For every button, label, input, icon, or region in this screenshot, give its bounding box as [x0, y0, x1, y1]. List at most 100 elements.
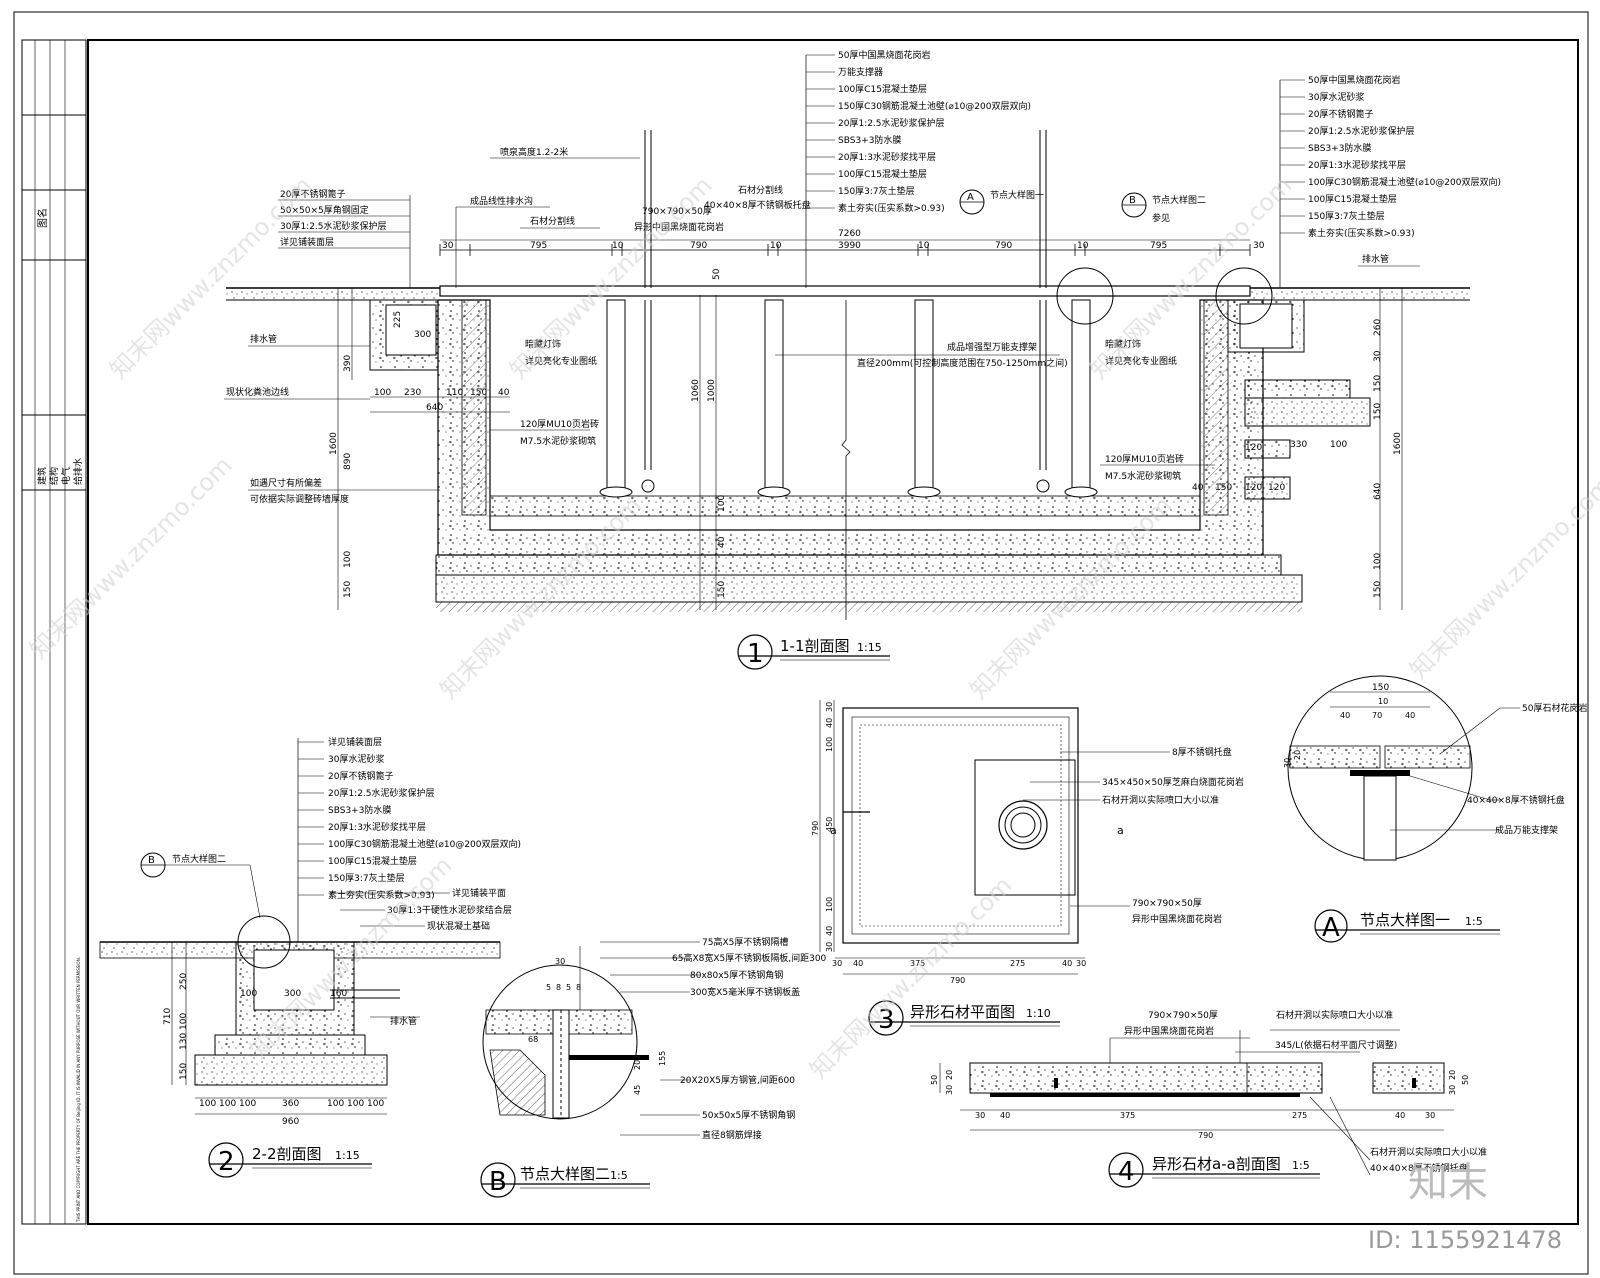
dim-right-30: 30 — [1373, 350, 1383, 362]
nodea-dim-70: 70 — [1372, 711, 1382, 720]
plan3-v-7: 30 — [825, 942, 834, 952]
copyright-note: THIS PRINT AND COPYRIGHT ARE THE PROPERT… — [76, 957, 81, 1223]
nodeb-dim-5a: 5 — [546, 983, 551, 992]
s22-layer-3: 20厚不锈钢篦子 — [328, 770, 393, 782]
nodeb-dim-30: 30 — [555, 957, 565, 966]
nodea-scale: 1:5 — [1465, 915, 1483, 928]
plan3-v-total: 790 — [811, 821, 820, 836]
left-note-4: 详见铺装面层 — [280, 236, 334, 248]
dim-right-1600: 1600 — [1393, 432, 1403, 455]
section11-title: 1-1剖面图 — [780, 637, 850, 655]
plan3-cut-right: a — [1117, 824, 1124, 837]
nodeb-num: B — [489, 1167, 507, 1197]
nodeb-note-4: 300宽X5毫米厚不锈钢板盖 — [690, 986, 800, 998]
dim-top-7: 10 — [918, 241, 930, 251]
s22-dim-150: 150 — [179, 1063, 189, 1080]
s22-marker-b: B — [148, 855, 155, 866]
light-right-1: 暗藏灯饰 — [1105, 338, 1141, 350]
nodeb-scale: 1:5 — [610, 1169, 628, 1182]
dim-right-150a: 150 — [1373, 375, 1383, 392]
nodea-dim-150: 150 — [1372, 683, 1389, 693]
layer-mid-7: 20厚1:3水泥砂浆找平层 — [838, 151, 936, 163]
s22-layer-7: 100厚C30钢筋混凝土池壁(⌀10@200双层双向) — [328, 838, 521, 850]
s22-dim-710: 710 — [163, 1008, 173, 1025]
s22-layer-8: 100厚C15混凝土垫层 — [328, 855, 417, 867]
layer-right-2: 30厚水泥砂浆 — [1308, 91, 1364, 103]
layer-right-3: 20厚不锈钢篦子 — [1308, 108, 1373, 120]
left-note-1: 20厚不锈钢篦子 — [280, 188, 345, 200]
nodeb-note-3: 80x80x5厚不锈钢角钢 — [690, 969, 783, 981]
nodea-dim-40b: 40 — [1405, 711, 1415, 720]
layer-mid-3: 100厚C15混凝土垫层 — [838, 83, 927, 95]
dim-lh-40: 40 — [498, 388, 510, 398]
watermark-1: 知末网www.znzmo.com — [104, 171, 317, 384]
section11-num: 1 — [747, 639, 764, 669]
s22-right-3: 现状混凝土基础 — [427, 920, 490, 932]
s4-h-4: 275 — [1292, 1111, 1307, 1120]
nodeb-note-5: 20X20X5厚方钢管,间距600 — [680, 1074, 795, 1086]
dim-top-1: 30 — [442, 241, 454, 251]
steel-tray: 40×40×8厚不锈钢板托盘 — [704, 199, 811, 211]
s4-note-6: 40×40×8厚不锈钢托盘 — [1370, 1162, 1468, 1174]
nodea-title: 节点大样图一 — [1360, 911, 1450, 929]
layer-right-10: 素土夯实(压实系数>0.93) — [1308, 227, 1415, 239]
s4-num: 4 — [1118, 1157, 1135, 1187]
dim-right-260: 260 — [1373, 319, 1383, 336]
s22-h-5: 100 — [327, 1099, 344, 1109]
dim-right-150b: 150 — [1373, 403, 1383, 420]
node-a-detail: 150 10 40 70 40 30 20 50厚石材花岗岩 40×40×8厚不… — [1283, 675, 1587, 943]
dim-mid-1000: 1000 — [707, 379, 717, 402]
plan-3: a a 8厚不锈钢托盘 345×450×50厚芝麻白烧面花岗岩 石材开洞以实际喷… — [811, 700, 1244, 1036]
dim-rh-120a: 120 — [1245, 443, 1262, 453]
plan3-note-2: 345×450×50厚芝麻白烧面花岗岩 — [1102, 776, 1244, 788]
dim-top-5: 10 — [770, 241, 782, 251]
plan3-h-6: 30 — [1076, 959, 1086, 968]
s4-note-4: 345/L(依据石材平面尺寸调整) — [1275, 1039, 1397, 1051]
nodeb-note-2: 65高X8宽X5厚不锈钢板隔板,间距300 — [672, 952, 827, 964]
s4-note-1: 790×790×50厚 — [1148, 1010, 1218, 1021]
left-note-2: 50×50×5厚角钢固定 — [280, 204, 369, 216]
s22-drain-pipe: 排水管 — [390, 1015, 417, 1027]
discipline-4: 给排水 — [72, 458, 84, 485]
s22-h-2: 100 — [219, 1099, 236, 1109]
layer-right-5: SBS3+3防水膜 — [1308, 142, 1371, 154]
nodeb-note-6: 50x50x5厚不锈钢角钢 — [702, 1109, 795, 1121]
plan3-h-4: 275 — [1010, 959, 1025, 968]
nodeb-dim-68: 68 — [528, 1035, 538, 1044]
layer-mid-8: 100厚C15混凝土垫层 — [838, 168, 927, 180]
section22-num: 2 — [218, 1147, 235, 1177]
discipline-1: 建筑 — [36, 467, 48, 485]
plan3-v-2: 40 — [825, 718, 834, 728]
plan3-v-5: 100 — [825, 897, 834, 912]
plan3-num: 3 — [878, 1005, 895, 1035]
layer-mid-10: 素土夯实(压实系数>0.93) — [838, 202, 945, 214]
s4-v-20: 20 — [945, 1070, 954, 1080]
plan3-h-1: 30 — [832, 959, 842, 968]
dim-lh-640: 640 — [426, 403, 443, 413]
plan3-h-2: 40 — [853, 959, 863, 968]
plan3-note-5: 异形中国黑烧面花岗岩 — [1132, 913, 1222, 925]
special-stone: 异形中国黑烧面花岗岩 — [634, 221, 724, 233]
plan3-v-3: 100 — [825, 737, 834, 752]
plan3-note-1: 8厚不锈钢托盘 — [1172, 746, 1232, 758]
discipline-2: 结构 — [48, 467, 60, 485]
s22-dim-160: 160 — [330, 989, 347, 999]
deviation-2: 可依据实际调整砖墙厚度 — [250, 493, 349, 505]
dim-left-890: 890 — [343, 453, 353, 470]
layer-right-9: 150厚3:7灰土垫层 — [1308, 210, 1385, 222]
stone-joint2: 石材分割线 — [738, 184, 783, 196]
dim-left-1600: 1600 — [329, 432, 339, 455]
plan3-v-1: 30 — [825, 702, 834, 712]
dim-mid-100: 100 — [717, 495, 727, 512]
nodeb-dim-45: 45 — [633, 1085, 642, 1095]
s4-v-50: 50 — [930, 1075, 939, 1085]
dim-top-4: 790 — [690, 241, 707, 251]
s22-h-7: 100 — [367, 1099, 384, 1109]
title-block: 图名 建筑 结构 电气 给排水 THIS PRINT AND COPYRIGHT… — [21, 39, 87, 1225]
brick-left-1: 120厚MU10页岩砖 — [520, 418, 599, 430]
dim-lh-100: 100 — [374, 388, 391, 398]
nodea-note-3: 成品万能支撑架 — [1495, 824, 1558, 836]
layer-mid-9: 150厚3:7灰土垫层 — [838, 185, 915, 197]
s22-layer-4: 20厚1:2.5水泥砂浆保护层 — [328, 787, 435, 799]
